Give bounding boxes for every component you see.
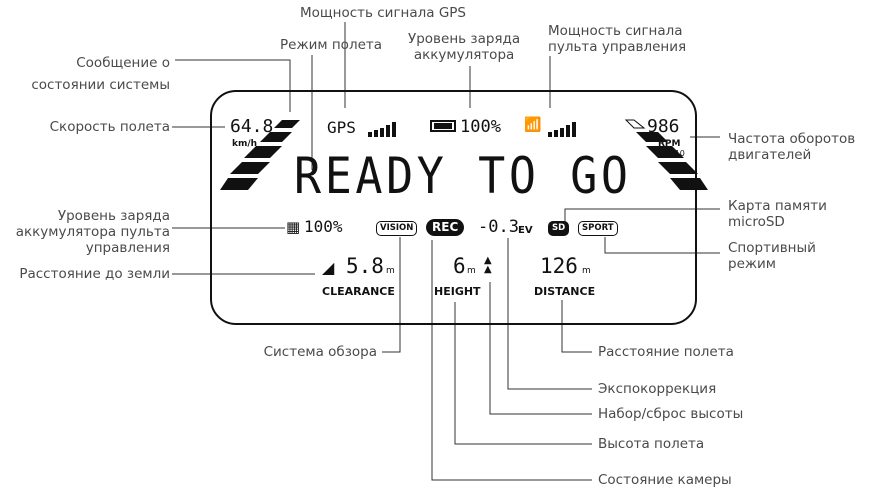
rc-battery-value: 100% — [304, 217, 343, 236]
battery-value: 100% — [460, 117, 501, 137]
altitude-arrows-icon: ▲▲ — [484, 255, 492, 275]
clearance-icon: ◢ — [322, 258, 335, 277]
label-gps-signal: Мощность сигнала GPS — [300, 5, 466, 21]
label-flight-height: Высота полета — [598, 436, 705, 452]
leader-height — [454, 302, 592, 445]
label-flight-speed: Скорость полета — [49, 119, 170, 135]
rpm-multiplier: ×10 — [668, 149, 685, 158]
clearance-value: 5.8 — [346, 254, 384, 278]
rc-icon: 📶 — [524, 117, 542, 133]
gps-text: GPS — [327, 118, 356, 137]
leader-vision — [382, 237, 401, 353]
battery-icon — [430, 120, 456, 132]
ev-value: -0.3 — [478, 217, 519, 237]
label-sport-mode: Спортивный режим — [728, 240, 816, 272]
lcd-screen — [210, 90, 697, 325]
clearance-unit: m — [386, 266, 395, 276]
label-rc-battery: Уровень заряда аккумулятора пульта управ… — [15, 208, 170, 256]
clearance-label: CLEARANCE — [322, 285, 395, 298]
rec-badge: REC — [426, 219, 465, 236]
label-exposure: Экспокоррекция — [598, 381, 717, 397]
height-unit: m — [467, 266, 476, 276]
rc-battery-icon: ▦ — [286, 218, 301, 236]
label-microsd: Карта памяти microSD — [728, 198, 827, 230]
height-value: 6 — [453, 254, 466, 278]
distance-unit: m — [582, 266, 591, 276]
label-battery-level: Уровень заряда аккумулятора — [408, 31, 521, 63]
label-camera-status: Состояние камеры — [598, 472, 732, 488]
distance-value: 126 — [540, 254, 578, 278]
speed-value: 64.8 — [230, 116, 274, 137]
height-label: HEIGHT — [434, 285, 481, 298]
label-motor-rpm: Частота оборотов двигателей — [728, 131, 856, 163]
rpm-unit: RPM — [658, 139, 681, 149]
sport-badge: SPORT — [578, 221, 618, 236]
label-system-status: Сообщение о состоянии системы — [31, 55, 170, 93]
leader-microsd — [564, 208, 720, 222]
vision-badge: VISION — [376, 221, 418, 236]
distance-label: DISTANCE — [534, 285, 596, 298]
leader-distance — [561, 300, 592, 353]
label-ground-distance: Расстояние до земли — [19, 266, 170, 282]
ev-unit: EV — [518, 225, 533, 236]
leader-sport — [604, 237, 720, 254]
sd-badge: SD — [548, 221, 570, 236]
leader-camera — [431, 240, 592, 481]
gps-signal-bars — [368, 118, 398, 137]
leader-system-status — [175, 59, 291, 112]
leader-exposure — [507, 238, 592, 390]
speed-unit: km/h — [232, 139, 258, 149]
system-message: READY TO GO — [294, 147, 632, 205]
label-rc-signal: Мощность сигнала пульта управления — [548, 23, 687, 55]
rpm-value: 986 — [647, 116, 680, 137]
label-altitude-set: Набор/сброс высоты — [598, 406, 744, 422]
leader-altitude — [489, 282, 592, 415]
rc-signal-bars — [548, 118, 578, 137]
speed-gauge — [220, 120, 300, 190]
label-vision-system: Система обзора — [263, 344, 377, 360]
label-flight-mode: Режим полета — [280, 37, 383, 53]
label-flight-distance: Расстояние полета — [598, 344, 734, 360]
rpm-gauge — [624, 119, 708, 190]
